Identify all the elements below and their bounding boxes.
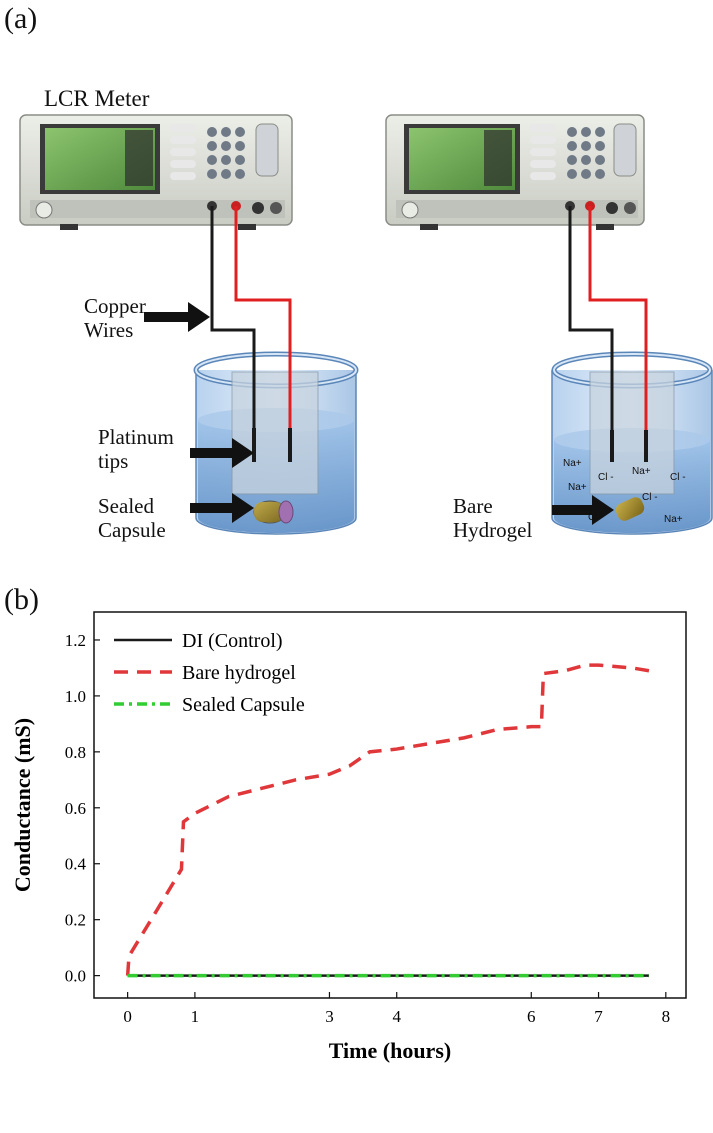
y-tick-label: 0.4 (65, 855, 87, 874)
panel-a-label: (a) (4, 2, 38, 35)
panel-b-label: (b) (4, 583, 39, 616)
legend-label: Bare hydrogel (182, 662, 296, 684)
ion-label: Cl - (588, 512, 604, 523)
sealed-capsule-icon (253, 500, 294, 524)
x-tick-label: 4 (392, 1007, 401, 1026)
lcr-meter-title: LCR Meter (44, 86, 150, 111)
wire-red-right (588, 206, 648, 462)
legend-label: Sealed Capsule (182, 694, 305, 716)
x-tick-label: 3 (325, 1007, 334, 1026)
bare-hydrogel-icon (615, 497, 645, 521)
lcr-meter-left (19, 114, 293, 230)
x-axis-title: Time (hours) (329, 1038, 451, 1063)
beaker-left (193, 351, 359, 535)
apparatus-diagram (19, 114, 713, 535)
platinum-tips-label: Platinum tips (98, 425, 174, 474)
wire-red-left (234, 206, 292, 462)
ion-label: Cl - (670, 472, 686, 483)
x-tick-label: 8 (662, 1007, 671, 1026)
arrow-platinum-tips (190, 438, 254, 468)
arrow-copper-wires (144, 302, 210, 332)
x-tick-label: 6 (527, 1007, 536, 1026)
y-tick-label: 1.0 (65, 687, 86, 706)
ion-label: Cl - (642, 492, 658, 503)
x-tick-label: 7 (594, 1007, 603, 1026)
y-tick-label: 0.6 (65, 799, 86, 818)
wire-black-right (568, 206, 614, 462)
y-axis-title: Conductance (mS) (10, 718, 35, 892)
x-tick-label: 0 (123, 1007, 132, 1026)
beaker-right (551, 351, 713, 535)
y-tick-label: 0.0 (65, 967, 86, 986)
sealed-capsule-label: Sealed Capsule (98, 494, 166, 543)
arrow-bare-hydrogel (552, 495, 614, 525)
y-tick-label: 0.2 (65, 911, 86, 930)
ion-label: Na+ (664, 514, 683, 525)
ion-label: Na+ (632, 466, 651, 477)
y-tick-label: 0.8 (65, 743, 86, 762)
conductance-chart: 0.0 0.2 0.4 0.6 0.8 1.0 1.2 0 1 3 4 6 7 8 DI (Control… (10, 611, 687, 1063)
ion-label: Na+ (563, 458, 582, 469)
lcr-meter-right (385, 114, 645, 230)
legend-label: DI (Control) (182, 630, 283, 652)
y-tick-label: 1.2 (65, 631, 86, 650)
ion-label: Na+ (568, 482, 587, 493)
copper-wires-label: Copper Wires (84, 294, 146, 343)
ion-label: Cl - (598, 472, 614, 483)
arrow-sealed-capsule (190, 493, 254, 523)
x-tick-label: 1 (191, 1007, 200, 1026)
series-line-bare-hydrogel (125, 663, 650, 976)
wire-black-left (210, 206, 256, 462)
plot-frame (93, 611, 687, 999)
bare-hydrogel-label: Bare Hydrogel (453, 494, 533, 543)
